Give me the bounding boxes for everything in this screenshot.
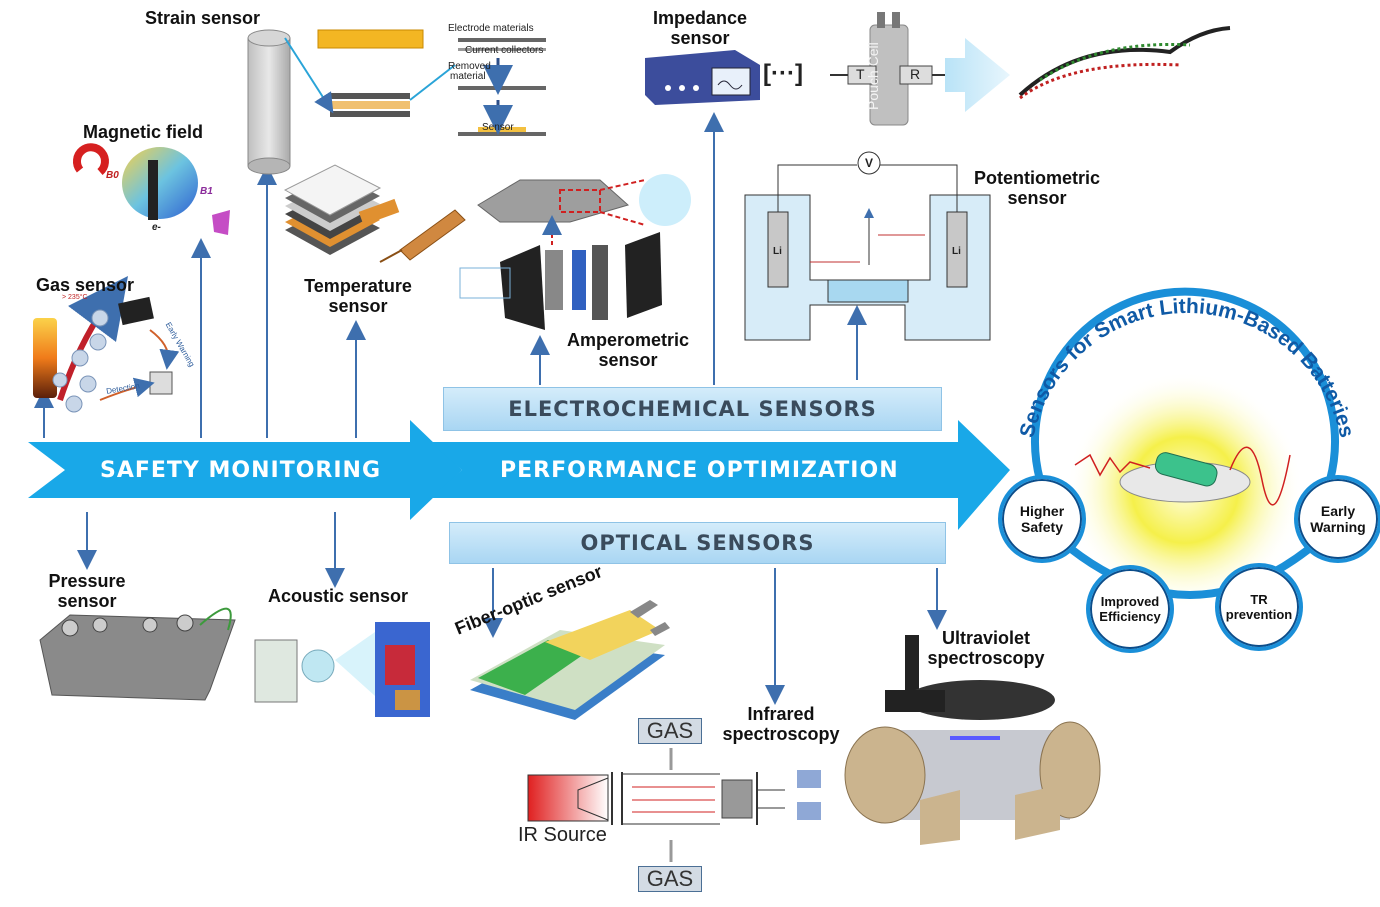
label-infrared-line1: Infrared (747, 704, 815, 724)
strain-removed-label-1: Removed (448, 61, 491, 72)
hub-ring (1031, 287, 1339, 482)
label-amperometric-sensor: Amperometric sensor (556, 330, 700, 370)
label-pressure-line2: sensor (57, 591, 117, 611)
label-potentiometric-sensor: Potentiometric sensor (964, 168, 1110, 208)
improved-line2: Efficiency (1099, 609, 1161, 624)
pressure-cell (39, 614, 236, 701)
label-strain-sensor: Strain sensor (145, 8, 261, 28)
improved-line1: Improved (1100, 594, 1160, 609)
gas-bottom-box: GAS (638, 866, 702, 892)
strain-removed-label-2: material (450, 71, 486, 82)
label-infrared-spectroscopy: Infrared spectroscopy (714, 704, 848, 744)
li-right-label: Li (952, 246, 961, 257)
b1-label: B1 (200, 186, 213, 197)
voltmeter-label: V (865, 156, 874, 170)
optical-sensors-box: OPTICAL SENSORS (449, 522, 946, 564)
label-pressure-line1: Pressure (48, 571, 126, 591)
label-uv-line2: spectroscopy (927, 648, 1045, 668)
burning-cell (33, 318, 57, 398)
label-pressure-sensor: Pressure sensor (40, 571, 134, 611)
magnetic-field-cylinder (122, 147, 198, 219)
safety-monitoring-label: SAFETY MONITORING (100, 458, 382, 483)
label-amperometric-line1: Amperometric (566, 330, 690, 350)
cylindrical-cell (247, 37, 291, 167)
higher-safety-line2: Safety (1020, 519, 1064, 535)
safety-arrow (28, 420, 462, 520)
fiber-optic-cell (470, 600, 670, 720)
label-acoustic-sensor: Acoustic sensor (268, 586, 409, 606)
strain-electrode-label: Electrode materials (448, 23, 534, 34)
early-warning-line1: Early (1320, 503, 1356, 519)
label-temperature-sensor: Temperature sensor (296, 276, 420, 316)
label-magnetic-field: Magnetic field (83, 122, 204, 142)
impedance-analyzer (645, 50, 760, 105)
li-left-label: Li (773, 246, 782, 257)
uv-spectrometer (844, 635, 1101, 845)
electrochemical-sensors-box: ELECTROCHEMICAL SENSORS (443, 387, 942, 431)
label-potentiometric-line1: Potentiometric (973, 168, 1101, 188)
electron-label: e- (152, 222, 161, 233)
tr-line2: prevention (1225, 607, 1293, 622)
tr-line1: TR (1250, 592, 1268, 607)
label-impedance-line1: Impedance (652, 8, 748, 28)
potentiometric-cell (744, 151, 991, 341)
label-amperometric-line2: sensor (598, 350, 658, 370)
b0-label: B0 (106, 170, 119, 181)
label-temperature-line2: sensor (328, 296, 388, 316)
label-uv-spectroscopy: Ultraviolet spectroscopy (918, 628, 1054, 668)
hub-title-text: Sensors for Smart Lithium-Based Batterie… (1016, 295, 1359, 440)
label-potentiometric-line2: sensor (1007, 188, 1067, 208)
gas-temp-label: > 235°C (62, 294, 88, 301)
label-uv-line1: Ultraviolet (941, 628, 1031, 648)
higher-safety-line1: Higher (1019, 503, 1065, 519)
strain-sensor-label: Sensor (482, 122, 514, 133)
label-impedance-sensor: Impedance sensor (640, 8, 760, 48)
impedance-t-label: T (856, 66, 865, 82)
impedance-r-label: R (910, 66, 921, 82)
strain-collectors-label: Current collectors (465, 45, 544, 56)
ir-source-label: IR Source (518, 824, 607, 846)
pouch-stack (283, 164, 382, 255)
hub-title: Sensors for Smart Lithium-Based Batterie… (1016, 295, 1359, 440)
label-impedance-line2: sensor (670, 28, 730, 48)
porous-electrode (477, 179, 630, 223)
infrared-setup (527, 748, 821, 862)
gas-top-box: GAS (638, 718, 702, 744)
label-gas-sensor: Gas sensor (36, 275, 135, 295)
battery-icon (1154, 452, 1218, 487)
performance-optimization-label: PERFORMANCE OPTIMIZATION (500, 458, 899, 483)
impedance-signal: [···] (763, 60, 803, 87)
label-temperature-line1: Temperature (304, 276, 412, 296)
performance-arrow (430, 420, 1010, 530)
early-warning-line2: Warning (1310, 519, 1366, 535)
acoustic-cell (254, 639, 298, 703)
label-infrared-line2: spectroscopy (722, 724, 840, 744)
connector-arrows (34, 112, 947, 705)
